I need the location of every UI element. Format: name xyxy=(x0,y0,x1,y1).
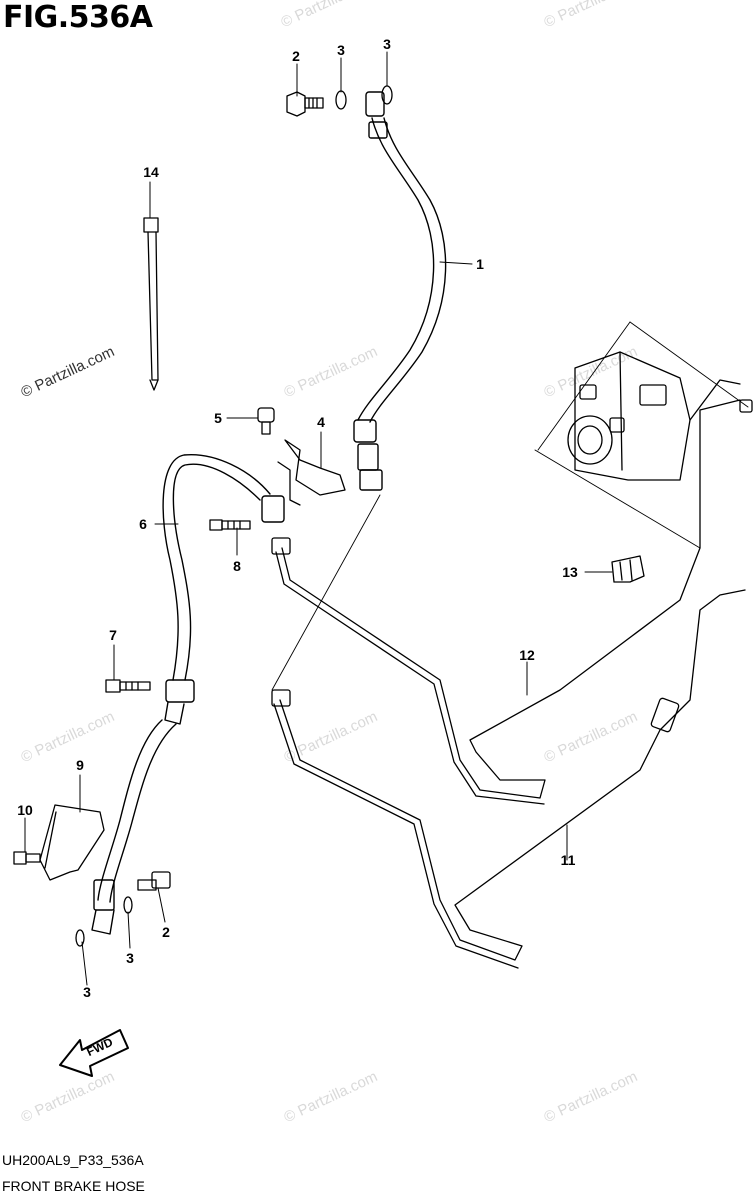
callout-11: 11 xyxy=(560,852,576,868)
callout-3: 3 xyxy=(383,36,391,52)
callout-3: 3 xyxy=(337,42,345,58)
washer-lower-2 xyxy=(75,929,85,947)
callout-3: 3 xyxy=(126,950,134,966)
bolt-8 xyxy=(209,519,251,531)
callout-7: 7 xyxy=(109,627,117,643)
callout-14: 14 xyxy=(143,164,159,180)
callout-13: 13 xyxy=(562,564,578,580)
pipe-12 xyxy=(271,399,741,805)
clamp-13 xyxy=(611,555,645,583)
bolt-10 xyxy=(13,851,41,865)
callout-6: 6 xyxy=(139,516,147,532)
leader-lines xyxy=(24,51,613,986)
fwd-arrow xyxy=(59,1029,129,1077)
callout-10: 10 xyxy=(17,802,33,818)
hose-1 xyxy=(353,91,447,491)
callout-4: 4 xyxy=(317,414,325,430)
bracket-9 xyxy=(39,804,105,881)
cable-tie xyxy=(143,217,159,391)
diagram-caption: FRONT BRAKE HOSE xyxy=(2,1178,145,1194)
pipe-11 xyxy=(271,589,746,969)
hose-6 xyxy=(162,453,285,725)
washer-top-1 xyxy=(335,90,347,110)
washer-lower-1 xyxy=(123,896,133,914)
banjo-bolt-top xyxy=(286,91,324,117)
bolt-5 xyxy=(257,407,275,435)
figure-title: FIG.536A xyxy=(3,0,153,35)
reference-lines xyxy=(271,321,749,691)
callout-2: 2 xyxy=(162,924,170,940)
abs-unit xyxy=(567,351,753,481)
callout-12: 12 xyxy=(519,647,535,663)
callout-9: 9 xyxy=(76,757,84,773)
hose-lower xyxy=(91,719,177,935)
bolt-7 xyxy=(105,679,151,693)
callout-8: 8 xyxy=(233,558,241,574)
callout-5: 5 xyxy=(214,410,222,426)
banjo-bolt-lower xyxy=(137,871,171,891)
callout-1: 1 xyxy=(476,256,484,272)
washer-top-2 xyxy=(381,85,393,105)
bracket-4 xyxy=(277,439,346,506)
diagram-code: UH200AL9_P33_536A xyxy=(2,1152,144,1168)
callout-3: 3 xyxy=(83,984,91,1000)
callout-2: 2 xyxy=(292,48,300,64)
